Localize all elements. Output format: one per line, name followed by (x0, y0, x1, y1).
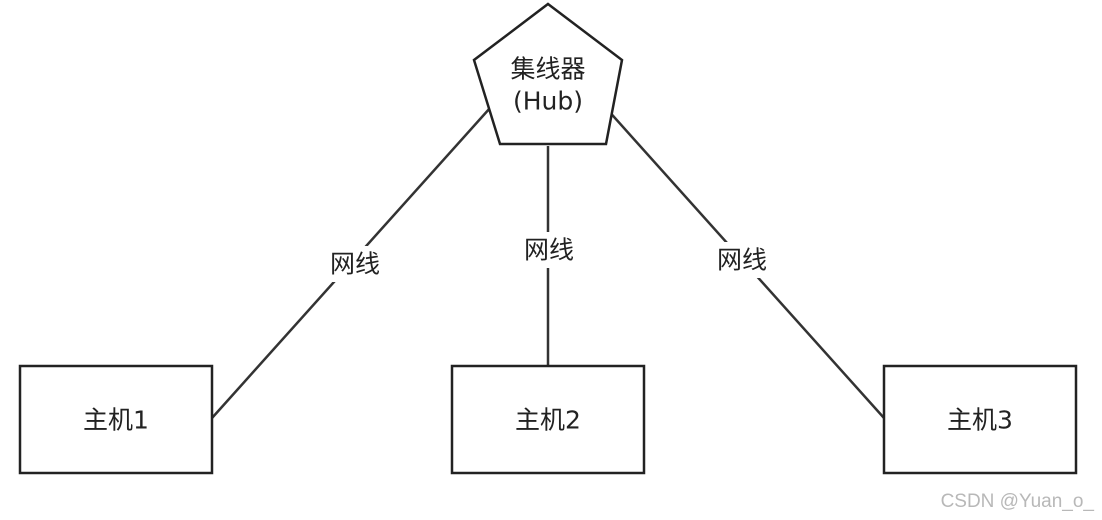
host-node-1: 主机1 (18, 364, 214, 475)
hub-pentagon (472, 2, 624, 146)
host-box-3 (882, 364, 1078, 475)
host-node-2: 主机2 (450, 364, 646, 475)
watermark: CSDN @Yuan_o_ (941, 491, 1095, 512)
hub-node: 集线器 (Hub) (472, 2, 624, 146)
host-label-2: 主机2 (515, 406, 581, 435)
host-box-2 (450, 364, 646, 475)
host-label-3: 主机3 (947, 406, 1013, 435)
edge-label-1: 网线 (326, 246, 384, 282)
edge-label-3-text: 网线 (717, 246, 767, 275)
host-box-1 (18, 364, 214, 475)
hub-label-line2: (Hub) (513, 87, 583, 116)
host-label-1: 主机1 (83, 406, 149, 435)
edge-label-2: 网线 (520, 232, 578, 268)
edge-label-2-text: 网线 (524, 236, 574, 265)
edge-label-3: 网线 (713, 242, 771, 278)
edge-label-1-text: 网线 (330, 250, 380, 279)
hub-label-line1: 集线器 (510, 55, 585, 84)
host-node-3: 主机3 (882, 364, 1078, 475)
